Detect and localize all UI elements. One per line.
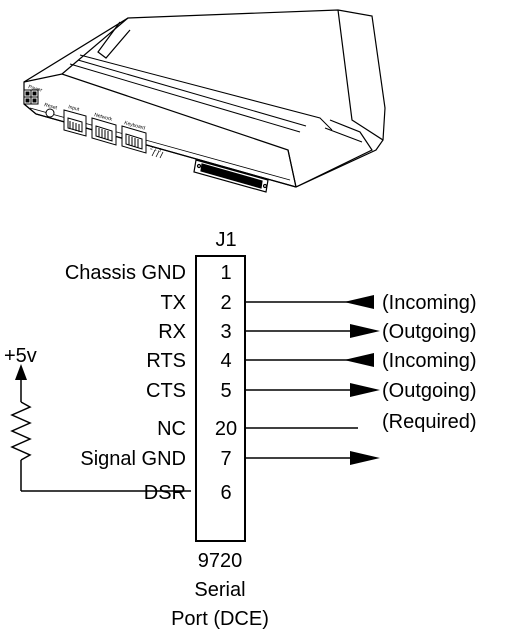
pin-direction-note: (Required)	[382, 411, 476, 433]
pin-direction-note: (Outgoing)	[382, 321, 477, 343]
resistor-symbol	[10, 401, 32, 461]
label-switch: 2 1 3	[149, 145, 162, 154]
caption-line-3: Port (DCE)	[171, 608, 269, 630]
pin-row: RTS 4 (Incoming)	[146, 350, 476, 372]
pin-direction-note: (Incoming)	[382, 292, 476, 314]
supply-arrowhead	[15, 364, 27, 380]
pin-signal-label: TX	[160, 292, 186, 314]
pin-row: TX 2 (Incoming)	[160, 292, 476, 314]
connector-title: J1	[215, 229, 236, 251]
pin-number: 6	[220, 482, 231, 504]
pin-signal-label: CTS	[146, 380, 186, 402]
pin-number: 1	[220, 262, 231, 284]
pin-row: CTS 5 (Outgoing)	[146, 380, 477, 402]
power-connector	[23, 89, 39, 105]
pin-signal-label: DSR	[144, 482, 186, 504]
incoming-arrowhead	[344, 353, 374, 367]
label-reset: Reset	[43, 102, 58, 111]
pin-signal-label: RTS	[146, 350, 186, 372]
pin-direction-note: (Outgoing)	[382, 380, 477, 402]
label-keyboard: Keyboard	[123, 120, 145, 131]
pin-signal-label: Chassis GND	[65, 262, 186, 284]
pin-number: 5	[220, 380, 231, 402]
pin-number: 20	[215, 418, 237, 440]
pin-row: DSR 6	[144, 482, 232, 504]
pin-number: 4	[220, 350, 231, 372]
pin-signal-label: RX	[158, 321, 186, 343]
jack-keyboard	[121, 125, 147, 154]
reset-button	[45, 108, 55, 118]
dip-switch	[151, 149, 164, 159]
connector-block	[195, 255, 246, 542]
pin-number: 7	[220, 448, 231, 470]
pin-row: Chassis GND 1	[65, 262, 232, 284]
pin-number: 3	[220, 321, 231, 343]
serial-port-connector	[193, 159, 269, 193]
label-input: Input	[67, 104, 80, 113]
outgoing-arrowhead	[350, 451, 380, 465]
pin-signal-label: NC	[157, 418, 186, 440]
caption-line-1: 9720	[198, 550, 243, 572]
pullup-resistor-circuit	[10, 364, 191, 492]
pin-row: RX 3 (Outgoing)	[158, 321, 476, 343]
outgoing-arrowhead	[350, 383, 380, 397]
caption-line-2: Serial	[194, 579, 245, 601]
jack-input	[63, 109, 87, 137]
device-illustration	[23, 9, 386, 188]
pin-rows: Chassis GND 1TX 2 (Incoming) RX 3 (Outgoing) RT…	[65, 262, 477, 504]
outgoing-arrowhead	[350, 324, 380, 338]
incoming-arrowhead	[344, 295, 374, 309]
label-power: Power	[27, 84, 43, 94]
pin-row: Signal GND 7	[80, 448, 380, 470]
label-network: Network	[93, 112, 113, 123]
pin-row: NC 20 (Required)	[157, 411, 476, 440]
pullup-supply-label: +5v	[4, 345, 37, 367]
pin-signal-label: Signal GND	[80, 448, 186, 470]
pin-number: 2	[220, 292, 231, 314]
jack-network	[91, 117, 117, 146]
pin-direction-note: (Incoming)	[382, 350, 476, 372]
